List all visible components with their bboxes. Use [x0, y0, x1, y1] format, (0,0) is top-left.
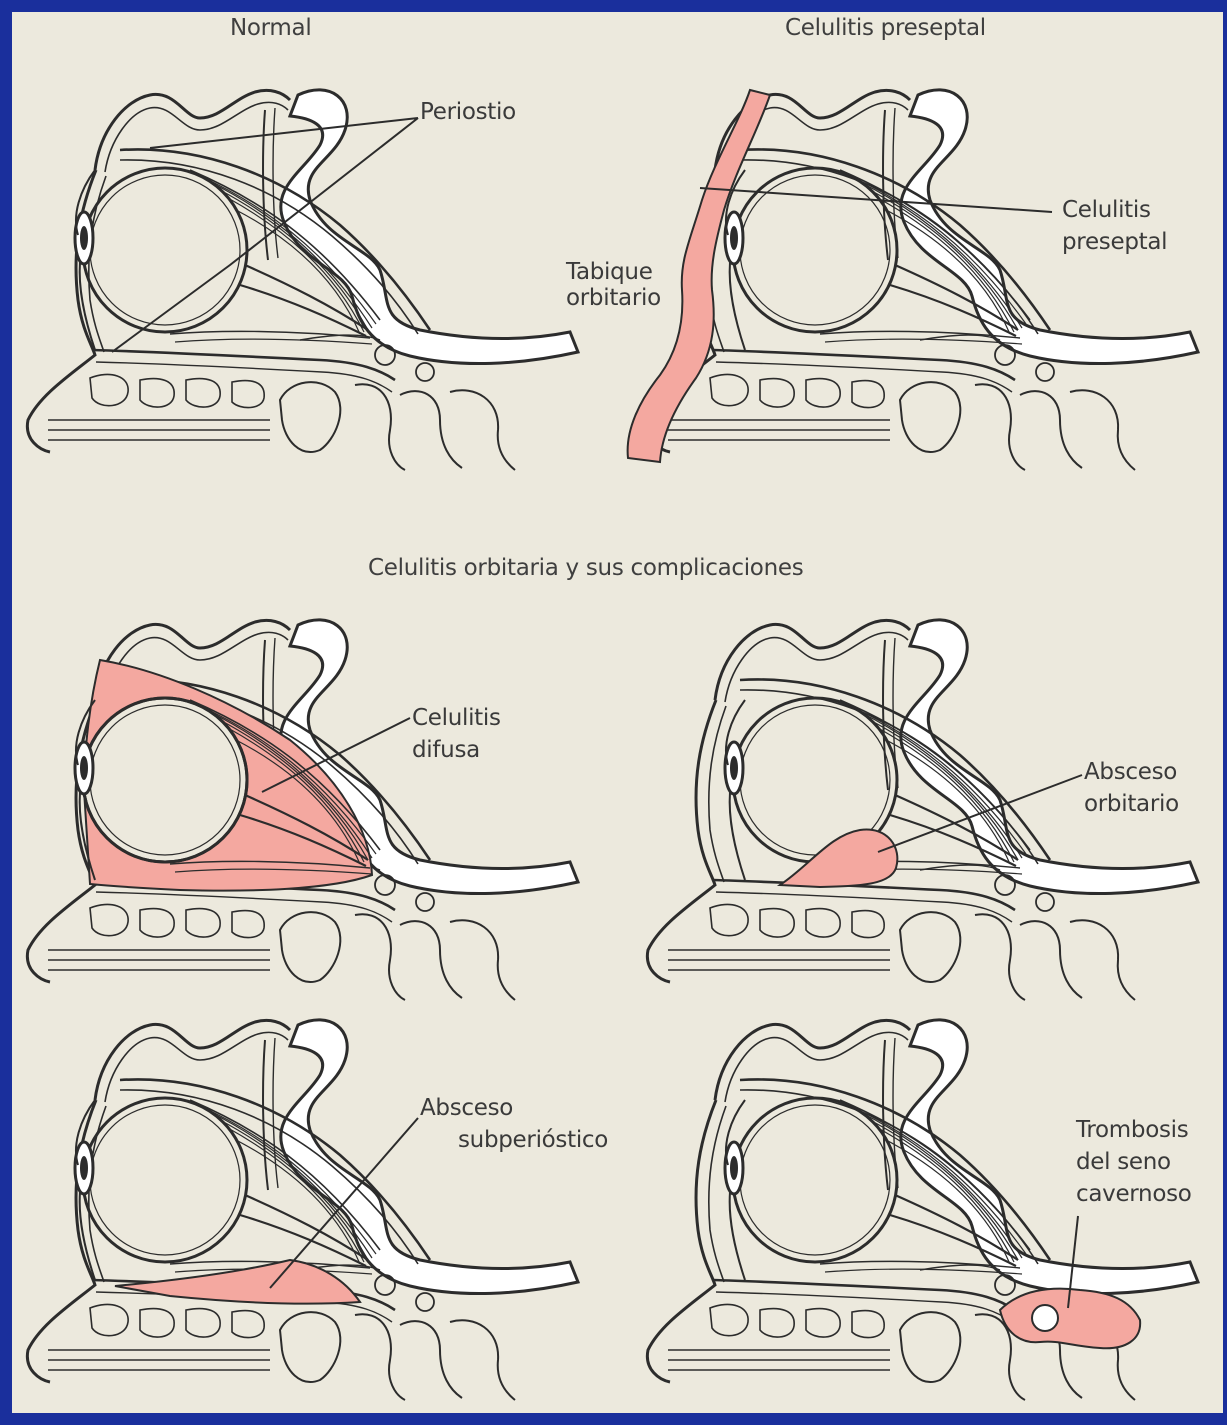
label-absceso-orbitario-2: orbitario	[1084, 788, 1179, 820]
panel-title-preseptal: Celulitis preseptal	[785, 12, 986, 44]
label-celulitis-preseptal-2: preseptal	[1062, 226, 1167, 258]
panel-preseptal	[628, 90, 1198, 470]
label-periostio: Periostio	[420, 96, 516, 128]
orbitario-abscess	[780, 830, 897, 887]
label-trombosis-3: cavernoso	[1076, 1178, 1192, 1210]
label-celulitis-difusa-2: difusa	[412, 734, 480, 766]
label-absceso-orbitario-1: Absceso	[1084, 756, 1177, 788]
label-trombosis-1: Trombosis	[1076, 1114, 1188, 1146]
panel-title-normal: Normal	[230, 12, 311, 44]
carotid-artery	[1032, 1305, 1058, 1331]
label-absceso-subperiostico-1: Absceso	[420, 1092, 513, 1124]
panel-normal	[27, 90, 578, 470]
skull-structure	[27, 90, 578, 470]
label-celulitis-difusa-1: Celulitis	[412, 702, 501, 734]
label-trombosis-2: del seno	[1076, 1146, 1171, 1178]
label-absceso-subperiostico-2: subperióstico	[458, 1124, 608, 1156]
label-tabique-2: orbitario	[566, 282, 661, 314]
panel-subperiostico	[27, 1020, 578, 1400]
section-title: Celulitis orbitaria y sus complicaciones	[368, 552, 803, 584]
label-celulitis-preseptal-1: Celulitis	[1062, 194, 1151, 226]
panel-difusa	[27, 620, 578, 1000]
